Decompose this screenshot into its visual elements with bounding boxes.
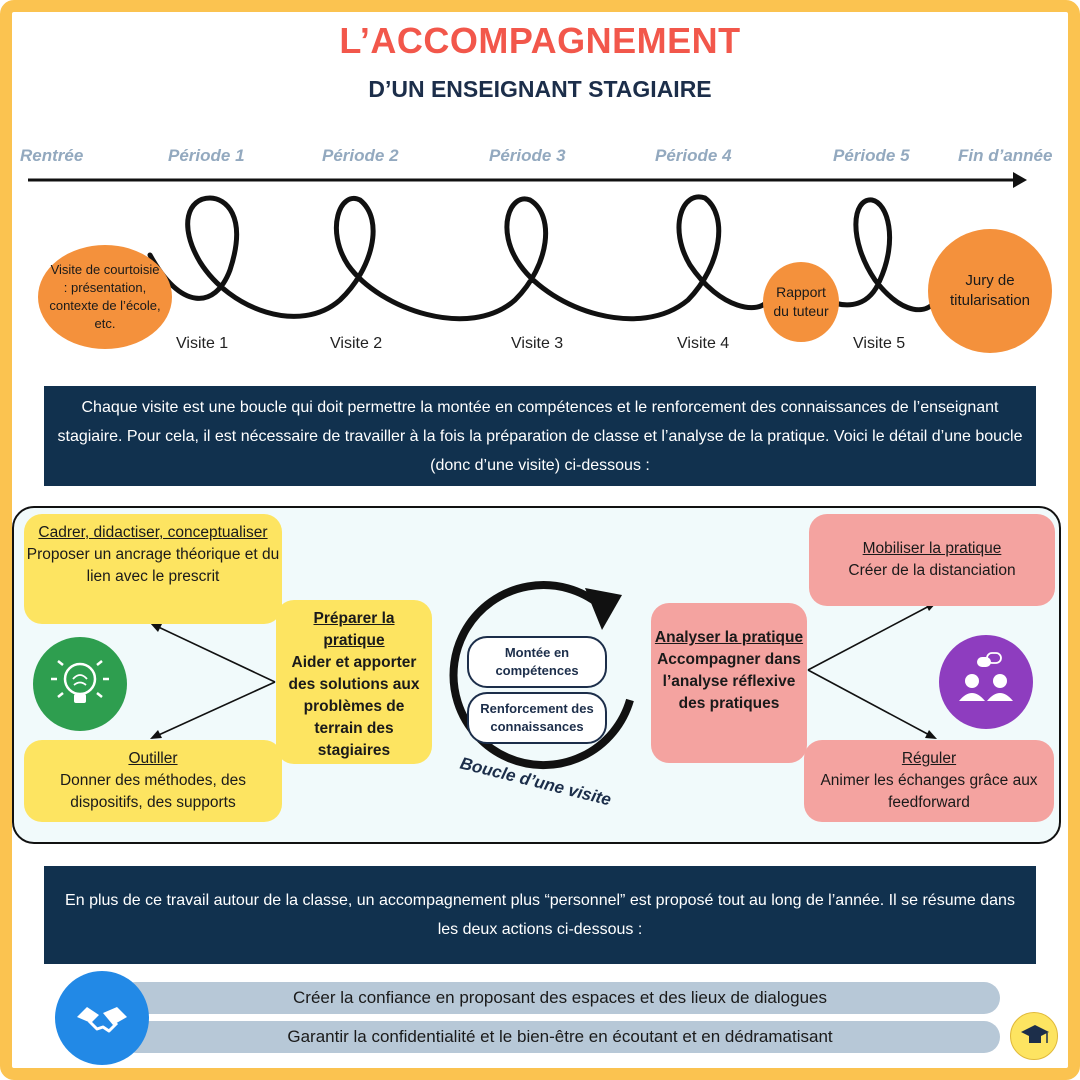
analyser-title: Analyser la pratique [654,629,804,646]
timeline-label-rentree: Rentrée [20,146,84,165]
montee-pill: Montée en compétences [467,636,607,688]
timeline-graphic [28,172,1027,322]
montee-text: Montée en compétences [495,645,579,678]
analyser-box: Analyser la pratique Accompagner dans l’… [651,603,807,763]
page-title: L’ACCOMPAGNEMENT [339,20,741,61]
action-text-1: Créer la confiance en proposant des espa… [293,988,827,1007]
preparer-title: Préparer la pratique [313,610,395,649]
timeline-label-periode-2: Période 2 [322,146,399,165]
loop-connectors [150,581,937,770]
reguler-text: Animer les échanges grâce aux feedforwar… [820,772,1038,811]
action-bar-1: Créer la confiance en proposant des espa… [120,982,1000,1014]
mobiliser-text: Créer de la distanciation [848,562,1016,579]
action-text-2: Garantir la confidentialité et le bien-ê… [287,1027,833,1046]
renforcement-pill: Renforcement des connaissances [467,692,607,744]
timeline-label-periode-1: Période 1 [168,146,245,165]
cadrer-title: Cadrer, didactiser, conceptualiser [38,524,268,541]
timeline-loops [147,194,935,322]
personal-text: En plus de ce travail autour de la class… [65,892,1015,938]
mobiliser-title: Mobiliser la pratique [862,540,1002,557]
visit-label-4: Visite 4 [677,335,730,352]
personal-box: En plus de ce travail autour de la class… [44,866,1036,964]
page-subtitle: D’UN ENSEIGNANT STAGIAIRE [368,76,712,102]
report-circle: Rapport du tuteur [763,262,839,342]
arrow-to-mobiliser [807,602,936,671]
cadrer-box: Cadrer, didactiser, conceptualiser Propo… [24,514,282,624]
intro-text: Chaque visite est une boucle qui doit pe… [57,398,1023,474]
renforcement-text: Renforcement des connaissances [480,701,594,734]
outiller-title: Outiller [128,750,178,767]
reguler-title: Réguler [901,750,957,767]
visit-label-5: Visite 5 [853,335,906,352]
visit-label-1: Visite 1 [176,335,229,352]
mobiliser-box: Mobiliser la pratique Créer de la distan… [809,514,1055,606]
timeline-label-periode-3: Période 3 [489,146,566,165]
preparer-text: Aider et apporter des solutions aux prob… [288,654,420,759]
people-chat-icon [939,635,1033,729]
timeline-label-fin-annee: Fin d’année [958,146,1053,165]
preparer-box: Préparer la pratique Aider et apporter d… [276,600,432,764]
outiller-box: Outiller Donner des méthodes, des dispos… [24,740,282,822]
handshake-icon [55,971,149,1065]
reguler-box: Réguler Animer les échanges grâce aux fe… [804,740,1054,822]
timeline-arrow-head [1013,172,1027,188]
end-circle: Jury de titularisation [928,229,1052,353]
outiller-text: Donner des méthodes, des dispositifs, de… [59,772,247,811]
brain-bulb-icon [33,637,127,731]
visit-label-2: Visite 2 [330,335,383,352]
arrow-to-reguler [807,669,936,739]
start-circle: Visite de courtoisie : présentation, con… [38,245,172,349]
timeline-label-periode-4: Période 4 [655,146,732,165]
arrow-to-outiller [151,681,276,739]
action-bar-2: Garantir la confidentialité et le bien-ê… [120,1021,1000,1053]
school-logo-icon [1010,1012,1058,1060]
intro-box: Chaque visite est une boucle qui doit pe… [44,386,1036,486]
analyser-text: Accompagner dans l’analyse réflexive des… [657,651,801,712]
timeline-label-periode-5: Période 5 [833,146,910,165]
arrow-to-cadrer [151,623,276,683]
visit-label-3: Visite 3 [511,335,564,352]
cadrer-text: Proposer un ancrage théorique et du lien… [26,546,280,585]
loop-arrow-head [585,588,622,630]
loop-circle-arrow [449,581,634,770]
